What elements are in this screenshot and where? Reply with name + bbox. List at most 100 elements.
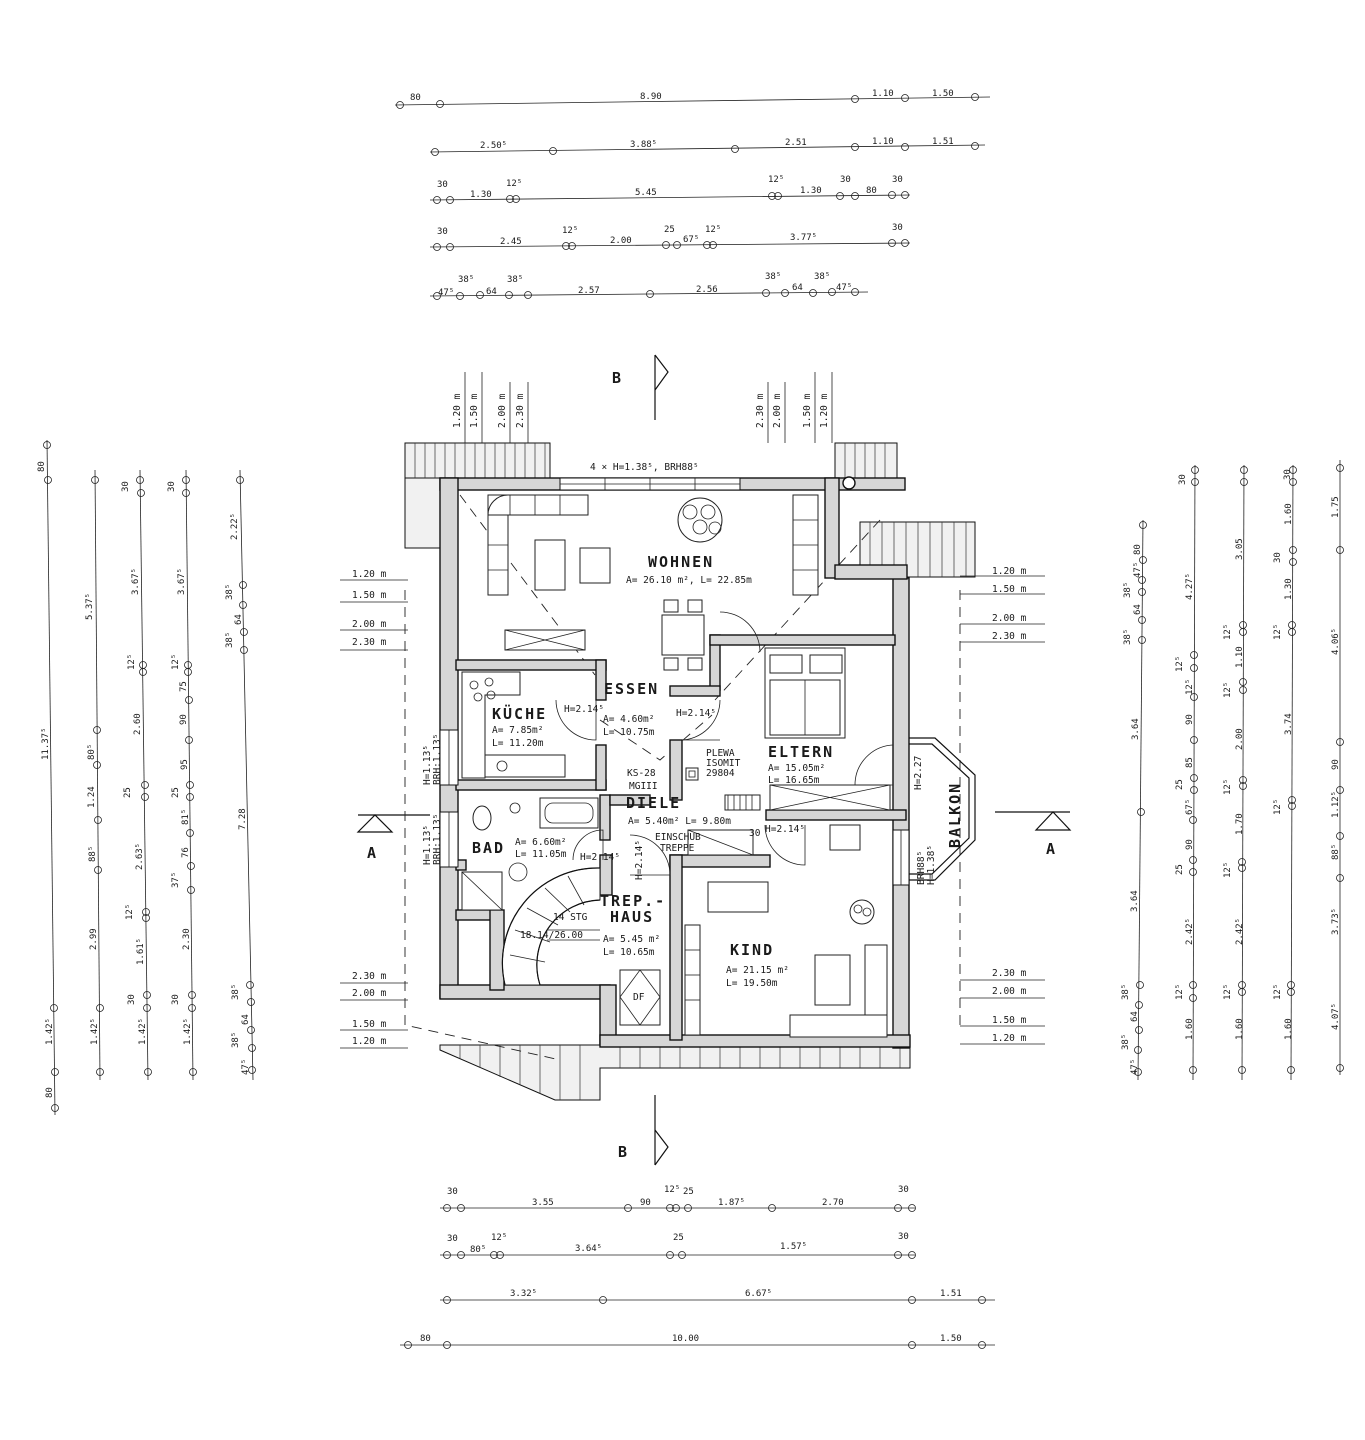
door-height-diele: H=2.14⁵ [765, 824, 805, 835]
dim-left1-d: 80 [45, 1087, 55, 1098]
dim-right2-j: 25 [1175, 864, 1185, 875]
mid-right-top-4: 2.30 m [992, 631, 1027, 642]
mid-right-bot-3: 1.50 m [992, 1015, 1027, 1026]
dim-right4-a: 30 [1283, 469, 1293, 480]
room-wohnen-area: A= 26.10 m², L= 22.85m [626, 575, 752, 586]
dim-top3-a: 30 [437, 180, 448, 190]
windows [439, 477, 910, 886]
dim-right2-d: 12⁵ [1185, 679, 1195, 695]
dim-bot1-c: 90 [640, 1198, 651, 1208]
side-top-l-4: 2.30 m [515, 393, 526, 428]
room-bad-area: A= 6.60m² [515, 837, 566, 848]
dim-left4-f: 95 [180, 759, 190, 770]
dim-right4-f: 12⁵ [1273, 984, 1283, 1000]
dim-right4-g: 1.60 [1284, 1018, 1294, 1040]
dim-top4-f: 67⁵ [683, 235, 699, 245]
dim-right5-e: 88⁵ [1331, 844, 1341, 860]
dim-left4-l: 30 [171, 994, 181, 1005]
mid-left-top-2: 1.50 m [352, 590, 387, 601]
dim-right3-h: 12⁵ [1223, 862, 1233, 878]
section-b-top-label: B [612, 369, 623, 387]
plewa-label-2: ISOMIT [706, 758, 741, 769]
dim-left5-i: 47⁵ [241, 1059, 251, 1075]
dim-left1-b: 11.37⁵ [41, 727, 51, 760]
dim-top5-i: 38⁵ [814, 272, 830, 282]
doors [555, 611, 806, 876]
dim-right1-a: 80 [1133, 544, 1143, 555]
dim-top4-h: 3.77⁵ [790, 233, 817, 243]
section-markers: B B A A [356, 354, 1072, 1166]
room-wohnen-name: WOHNEN [648, 553, 714, 571]
dim-right5-f: 3.73⁵ [1331, 908, 1341, 935]
dim-bot2-g: 30 [898, 1232, 909, 1242]
dim-top5-f: 2.56 [696, 285, 718, 295]
dim-right3-i: 2.42⁵ [1235, 918, 1245, 945]
section-b-bottom-label: B [618, 1143, 629, 1161]
dim-right5-b: 4.06⁵ [1331, 628, 1341, 655]
side-top-r-1: 2.30 m [755, 393, 766, 428]
dim-left4-k: 2.30 [182, 928, 192, 950]
dim-left3-a: 30 [121, 481, 131, 492]
dim-right2-a: 30 [1178, 474, 1188, 485]
mid-left-top-1: 1.20 m [352, 569, 387, 580]
dim-top5-j: 47⁵ [836, 283, 852, 293]
dim-top4-c: 12⁵ [562, 226, 578, 236]
dim-right4-j: 30 [1273, 552, 1283, 563]
dim-top3-c: 12⁵ [506, 179, 522, 189]
mid-right-bot-4: 1.20 m [992, 1033, 1027, 1044]
room-essen-area: A= 4.60m² [603, 714, 654, 725]
room-bad-name: BAD [472, 839, 505, 857]
dim-right3-g: 1.70 [1235, 813, 1245, 835]
dim-bot1-d: 12⁵ [664, 1185, 680, 1195]
dim-right1-f: 3.64 [1131, 718, 1141, 740]
dim-top4-d: 2.00 [610, 236, 632, 246]
dim-top5-d: 38⁵ [507, 275, 523, 285]
dim-top3-f: 1.30 [800, 186, 822, 196]
dim-top5-a: 47⁵ [438, 288, 454, 298]
dim-right4-d: 3.74 [1284, 713, 1294, 735]
right-dimension-chains: 80 47⁵ 38⁵ 64 38⁵ 3.64 3.64 38⁵ 64 38⁵ 4… [1121, 460, 1344, 1081]
dim-top2-a: 2.50⁵ [480, 141, 507, 151]
dim-right3-a: 3.05 [1235, 538, 1245, 560]
dim-bot2-c: 12⁵ [491, 1233, 507, 1243]
dim-left4-e: 90 [179, 714, 189, 725]
dim-right1-e: 38⁵ [1123, 629, 1133, 645]
dim-bot4-c: 1.50 [940, 1334, 962, 1344]
dim-bot3-b: 6.67⁵ [745, 1289, 772, 1299]
side-top-l-1: 1.20 m [452, 393, 463, 428]
window-top-label: 4 × H=1.38⁵, BRH88⁵ [590, 462, 699, 473]
einschub-label-1: EINSCHUB [655, 832, 701, 843]
skylight-label: DF [633, 992, 645, 1003]
dim-right1-j: 38⁵ [1121, 1034, 1131, 1050]
room-kind-area: A= 21.15 m² [726, 965, 789, 976]
dim-right3-f: 12⁵ [1223, 779, 1233, 795]
dim-top5-g: 38⁵ [765, 272, 781, 282]
dim-left3-j: 1.42⁵ [138, 1018, 148, 1045]
dim-bot4-b: 10.00 [672, 1334, 699, 1344]
dim-top1-c: 1.10 [872, 89, 894, 99]
dim-left4-g: 25 [171, 787, 181, 798]
room-essen-name: ESSEN [604, 680, 659, 698]
dim-left2-b: 80⁵ [87, 744, 97, 760]
room-treppenhaus-perimeter: L= 10.65m [603, 947, 655, 958]
top-dimension-chains: 80 8.90 1.10 1.50 2.50⁵ 3.88⁵ 2.51 1.10 … [394, 89, 991, 300]
dim-left3-h: 1.61⁵ [136, 938, 146, 965]
dim-right5-a: 1.75 [1331, 496, 1341, 518]
window-height-right: H=1.38⁵ [926, 845, 937, 885]
dim-right2-k: 2.42⁵ [1185, 918, 1195, 945]
room-eltern-name: ELTERN [768, 743, 834, 761]
room-diele-name: DIELE [626, 794, 681, 812]
dim-top1-b: 8.90 [640, 92, 662, 102]
dim-right2-c: 12⁵ [1175, 656, 1185, 672]
dim-bot4-a: 80 [420, 1334, 431, 1344]
mid-right-bot-2: 2.00 m [992, 986, 1027, 997]
dim-left5-a: 2.22⁵ [230, 513, 240, 540]
window-brh-left-1: BRH:1.13⁵ [432, 734, 443, 785]
dim-right2-h: 67⁵ [1185, 799, 1195, 815]
dim-bot1-b: 3.55 [532, 1198, 554, 1208]
mid-right-bot-1: 2.30 m [992, 968, 1027, 979]
wall-material-ks: KS-28 [627, 768, 656, 779]
wall-material-mg: MGIII [629, 781, 658, 792]
dim-top5-c: 64 [486, 287, 497, 297]
